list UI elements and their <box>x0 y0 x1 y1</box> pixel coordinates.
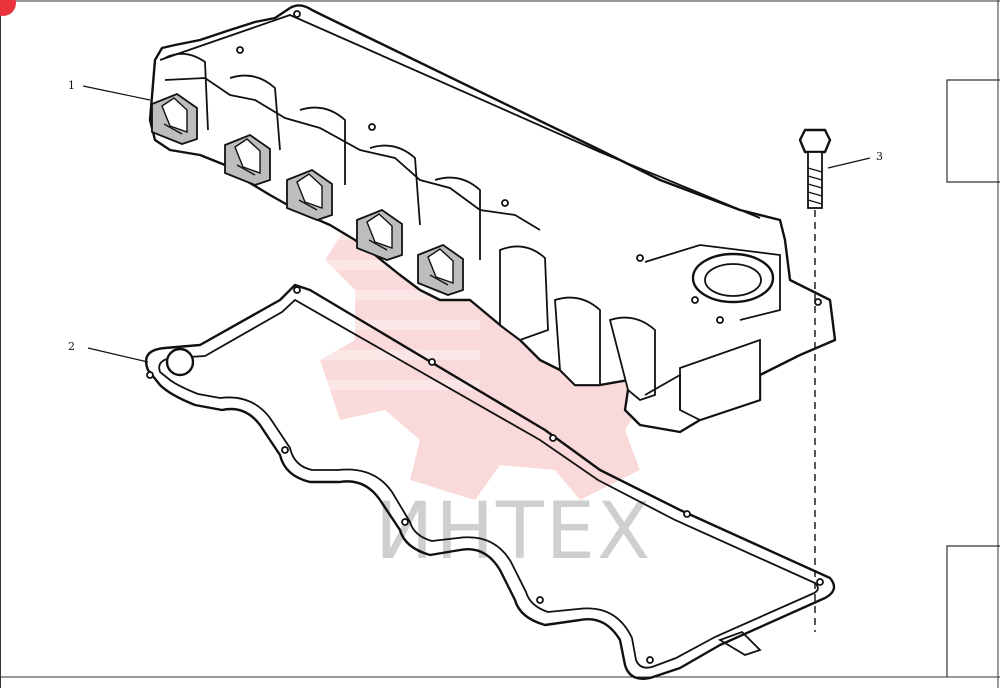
callout-3: 3 <box>827 150 883 169</box>
callout-1: 1 <box>68 79 151 101</box>
bolt <box>798 128 832 632</box>
callout-number: 2 <box>68 340 75 353</box>
right-tab-upper <box>946 79 1000 183</box>
callout-number: 3 <box>876 150 883 163</box>
callout-number: 1 <box>68 79 75 92</box>
gasket <box>144 283 836 680</box>
corner-badge <box>0 0 16 16</box>
watermark-text: ИНТЕХ <box>375 487 652 577</box>
right-tab-lower <box>946 545 1000 677</box>
valve-cover <box>148 4 837 434</box>
callout-2: 2 <box>68 340 149 363</box>
injector-clips <box>151 92 464 296</box>
